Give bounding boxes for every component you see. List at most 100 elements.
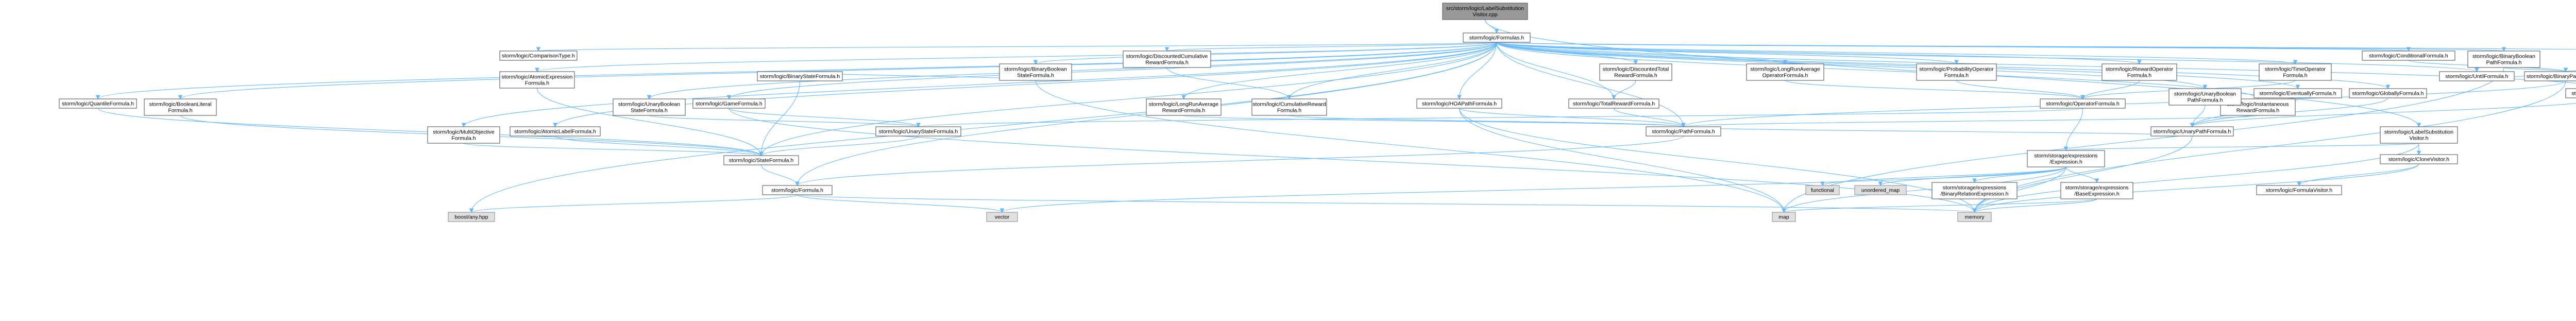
edge-arrowhead [2190, 123, 2195, 128]
node-discumulative[interactable]: storm/logic/DiscountedCumulativeRewardFo… [1123, 50, 1211, 68]
node-operatorformula[interactable]: storm/logic/OperatorFormula.h [2040, 98, 2126, 109]
edge-probop-to-operatorformula [1956, 80, 2085, 100]
node-formulas[interactable]: storm/logic/Formulas.h [1463, 32, 1531, 43]
node-label-line: storm/logic/HOAPathFormula.h [1422, 101, 1497, 107]
node-pathformula[interactable]: storm/logic/PathFormula.h [1646, 126, 1721, 137]
node-quantile[interactable]: storm/logic/QuantileFormula.h [59, 98, 137, 109]
node-box [2256, 185, 2342, 195]
edge-arrowhead [1612, 95, 1616, 100]
edge-line [2192, 103, 2576, 127]
node-atomiclabel[interactable]: storm/logic/AtomicLabelFormula.h [510, 126, 601, 137]
edge-arrowhead [1681, 123, 1686, 128]
node-box [2259, 63, 2332, 81]
node-label-line: RewardFormula.h [1162, 108, 1206, 114]
node-label-line: Formula.h [2283, 73, 2307, 79]
edge-cumulative-to-pathformula [1289, 115, 1686, 128]
edge-arrowhead [2416, 123, 2421, 128]
node-hoa[interactable]: storm/logic/HOAPathFormula.h [1416, 98, 1502, 109]
node-gameformula[interactable]: storm/logic/GameFormula.h [692, 98, 766, 109]
node-eventually[interactable]: storm/logic/EventuallyFormula.h [2253, 88, 2342, 98]
node-label-line: storm/logic/CumulativeReward [1252, 102, 1326, 108]
node-untilformula[interactable]: storm/logic/UntilFormula.h [2439, 71, 2515, 81]
node-box [2060, 182, 2133, 199]
edge-line [1683, 126, 2193, 137]
edge-arrowhead [178, 95, 183, 100]
node-unordered-map: unordered_map [1854, 185, 1907, 195]
node-distotal[interactable]: storm/logic/DiscountedTotalRewardFormula… [1599, 63, 1672, 81]
node-nextformula[interactable]: storm/logic/NextFormula.h [2565, 88, 2576, 98]
edge-arrowhead [2501, 47, 2506, 52]
node-label-line: PathFormula.h [2486, 60, 2522, 66]
node-stateformula[interactable]: storm/logic/StateFormula.h [723, 155, 799, 165]
node-root: src/storm/logic/LabelSubstitutionVisitor… [1442, 3, 1528, 20]
node-vector: vector [986, 212, 1018, 222]
node-label-line: boost/any.hpp [454, 214, 488, 221]
node-lraop[interactable]: storm/logic/LongRunAverageOperatorFormul… [1746, 63, 1824, 81]
node-globally[interactable]: storm/logic/GloballyFormula.h [2349, 88, 2427, 98]
node-label-line: storm/logic/NextFormula.h [2571, 91, 2576, 97]
node-label-line: Formula.h [1277, 108, 1301, 114]
edge-arrowhead [2137, 60, 2142, 65]
edge-arrowhead [2094, 178, 2099, 183]
edge-line [1822, 166, 2066, 186]
node-expression[interactable]: storm/storage/expressions/Expression.h [2027, 150, 2105, 167]
edge-arrowhead [2202, 85, 2208, 90]
node-box [2253, 88, 2342, 98]
edge-labelsubst-to-expression [2063, 143, 2419, 151]
edge-line [760, 164, 798, 186]
node-boostany: boost/any.hpp [448, 212, 495, 222]
node-binrelexpr[interactable]: storm/storage/expressions/BinaryRelation… [1931, 182, 2018, 199]
edge-hoa-to-memory [1459, 108, 1977, 213]
edge-unarypath-to-pathformula [1681, 126, 2193, 137]
node-binarystate[interactable]: storm/logic/BinaryStateFormula.h [757, 71, 843, 81]
edge-line [1183, 42, 1497, 99]
node-formula[interactable]: storm/logic/Formula.h [762, 185, 833, 195]
edge-clonevisitor-to-memory [1972, 163, 2419, 213]
node-box [2102, 63, 2177, 81]
node-label-line: storm/logic/ComparisonType.h [502, 53, 575, 59]
node-label-line: storm/logic/Instantaneous [2227, 102, 2289, 108]
node-totalreward[interactable]: storm/logic/TotalRewardFormula.h [1568, 98, 1659, 109]
edge-binarystate-to-stateformula [759, 80, 801, 157]
node-box [1442, 3, 1528, 20]
edge-line [1496, 42, 1684, 127]
node-label-line: RewardFormula.h [1145, 60, 1189, 66]
edge-line [1496, 42, 2296, 64]
node-baseexpr[interactable]: storm/storage/expressions/BaseExpression… [2060, 182, 2133, 199]
edge-line [554, 42, 1497, 127]
edge-unarystate-to-stateformula [759, 136, 919, 157]
node-formulavisitor[interactable]: storm/logic/FormulaVisitor.h [2256, 185, 2342, 195]
node-box [2565, 88, 2576, 98]
node-box [1746, 63, 1824, 81]
node-box [2349, 88, 2427, 98]
node-unarystate[interactable]: storm/logic/UnaryStateFormula.h [875, 126, 961, 137]
edge-line [918, 108, 2083, 127]
node-box [1123, 50, 1211, 68]
node-conditional[interactable]: storm/logic/ConditionalFormula.h [2362, 50, 2455, 61]
edge-line [760, 136, 919, 156]
node-label-line: storm/logic/GloballyFormula.h [2352, 91, 2424, 97]
edge-formulas-to-untilformula [1496, 42, 2479, 73]
node-label-line: storm/logic/ConditionalFormula.h [2369, 53, 2448, 59]
node-label-line: storm/logic/LongRunAverage [1149, 102, 1218, 108]
node-comparisontype[interactable]: storm/logic/ComparisonType.h [499, 50, 578, 61]
node-clonevisitor[interactable]: storm/logic/CloneVisitor.h [2380, 154, 2458, 164]
node-lrareward[interactable]: storm/logic/LongRunAverageRewardFormula.… [1146, 98, 1222, 116]
node-binarypath[interactable]: storm/logic/BinaryPathFormula.h [2524, 71, 2576, 81]
edge-line [1974, 166, 2066, 213]
node-unarypath[interactable]: storm/logic/UnaryPathFormula.h [2150, 126, 2234, 137]
node-label-line: storm/logic/UnaryPathFormula.h [2154, 129, 2231, 135]
